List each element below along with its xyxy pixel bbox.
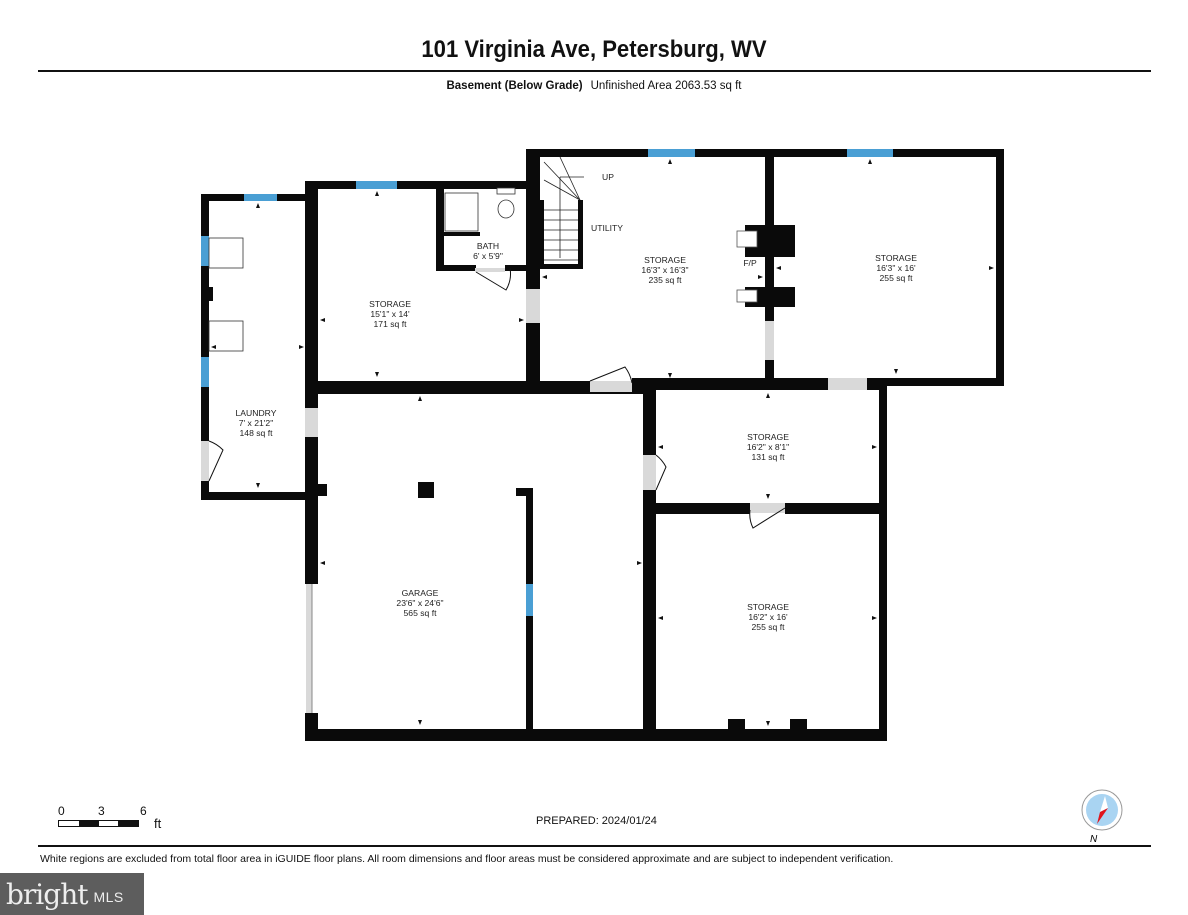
room-name: STORAGE <box>369 299 411 309</box>
page-title: 101 Virginia Ave, Petersburg, WV <box>421 36 767 63</box>
scale-graphic <box>58 820 139 827</box>
room-dims: 16'2" x 16' <box>748 612 788 622</box>
floor-area-summary: Unfinished Area 2063.53 sq ft <box>590 80 742 92</box>
room-area: 235 sq ft <box>649 275 683 285</box>
room-dims: 23'6" x 24'6" <box>396 598 443 608</box>
toilet-icon <box>497 199 515 219</box>
compass-icon: N <box>1081 789 1123 844</box>
openings <box>201 268 867 713</box>
walls <box>201 149 1004 741</box>
stairs-label: UP <box>602 172 614 182</box>
toilet-tank-icon <box>496 187 516 195</box>
header-divider <box>38 70 1151 72</box>
scale-tick: 3 <box>98 804 105 818</box>
floor-level-label: Basement (Below Grade) <box>446 80 583 92</box>
room-labels: LAUNDRY 7' x 21'2" 148 sq ft STORAGE 15'… <box>236 172 918 632</box>
door-swings <box>208 267 786 529</box>
room-name: STORAGE <box>875 253 917 263</box>
stairs-icon <box>543 156 584 261</box>
room-name: GARAGE <box>402 588 439 598</box>
fireplace-label: F/P <box>743 258 757 268</box>
bright-mls-logo: bright MLS <box>0 873 144 915</box>
dimension-markers <box>211 159 994 726</box>
room-area: 131 sq ft <box>752 452 786 462</box>
room-area: 171 sq ft <box>374 319 408 329</box>
scale-bar: 0 3 6 ft <box>58 804 168 831</box>
floor-summary: Basement (Below Grade) Unfinished Area 20… <box>0 80 1188 92</box>
footer-divider <box>38 845 1151 847</box>
room-dims: 16'3" x 16' <box>876 263 916 273</box>
room-area: 255 sq ft <box>880 273 914 283</box>
room-dims: 15'1" x 14' <box>370 309 410 319</box>
prepared-date: PREPARED: 2024/01/24 <box>536 815 657 827</box>
scale-tick: 0 <box>58 804 65 818</box>
room-area: 148 sq ft <box>240 428 274 438</box>
shower-icon <box>444 192 479 232</box>
room-area: 255 sq ft <box>752 622 786 632</box>
disclaimer: White regions are excluded from total fl… <box>40 853 894 865</box>
washer-icon <box>208 237 244 269</box>
compass-north-label: N <box>1090 834 1098 844</box>
logo-brand: bright <box>6 877 88 911</box>
room-name: LAUNDRY <box>236 408 277 418</box>
room-dims: 16'3" x 16'3" <box>641 265 688 275</box>
room-name: STORAGE <box>747 602 789 612</box>
scale-tick: 6 <box>140 804 147 818</box>
fixtures <box>208 187 758 352</box>
room-name: BATH <box>477 241 499 251</box>
utility-label: UTILITY <box>591 223 623 233</box>
room-name: STORAGE <box>644 255 686 265</box>
room-area: 565 sq ft <box>404 608 438 618</box>
scale-unit: ft <box>154 816 162 831</box>
room-dims: 16'2" x 8'1" <box>747 442 789 452</box>
windows <box>201 149 893 616</box>
logo-suffix: MLS <box>93 889 124 905</box>
room-dims: 7' x 21'2" <box>239 418 274 428</box>
floor-plan: LAUNDRY 7' x 21'2" 148 sq ft STORAGE 15'… <box>201 149 1004 741</box>
room-dims: 6' x 5'9" <box>473 251 503 261</box>
room-name: STORAGE <box>747 432 789 442</box>
